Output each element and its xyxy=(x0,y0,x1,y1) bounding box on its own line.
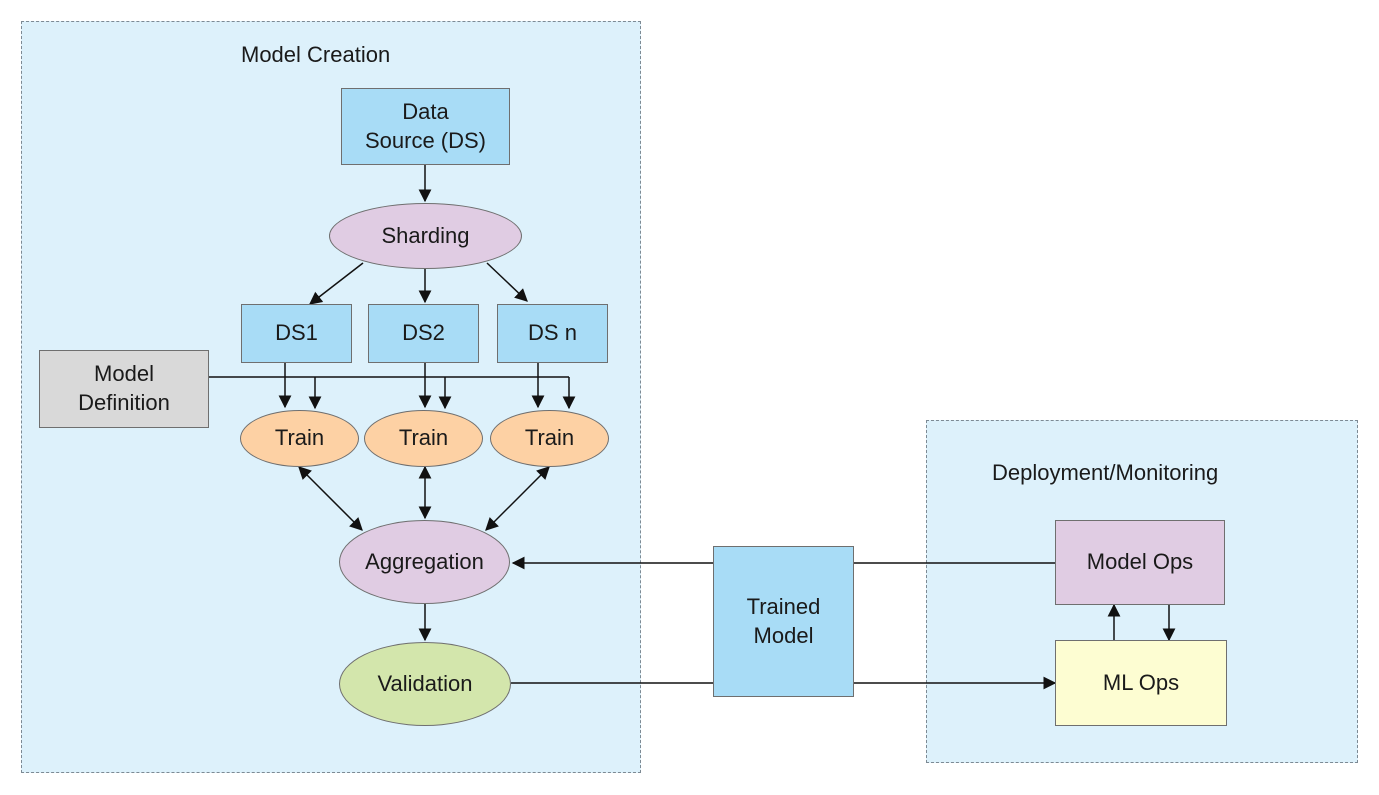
train-node-1: Train xyxy=(240,410,359,467)
sharding-label: Sharding xyxy=(381,222,470,248)
validation-node: Validation xyxy=(339,642,511,726)
sharding-node: Sharding xyxy=(329,203,522,269)
trained-model-line1: Trained xyxy=(746,593,821,619)
model-definition-line1: Model xyxy=(94,361,154,387)
ds2-label: DS2 xyxy=(402,320,445,346)
aggregation-label: Aggregation xyxy=(365,548,484,574)
edge-train3-aggregation xyxy=(485,466,550,531)
model-definition-node: Model Definition xyxy=(39,350,209,428)
model-ops-node: Model Ops xyxy=(1055,520,1225,605)
data-source-line2: Source (DS) xyxy=(364,127,487,153)
model-ops-label: Model Ops xyxy=(1086,549,1194,575)
data-source-line1: Data xyxy=(402,98,449,124)
model-creation-title: Model Creation xyxy=(241,42,391,67)
aggregation-node: Aggregation xyxy=(339,520,510,604)
train-label-3: Train xyxy=(524,425,575,451)
trained-model-line2: Model xyxy=(753,622,814,648)
deployment-monitoring-title: Deployment/Monitoring xyxy=(992,460,1219,485)
edge-sharding-ds1 xyxy=(308,262,364,305)
trained-model-node: Trained Model xyxy=(713,546,854,697)
train-node-2: Train xyxy=(364,410,483,467)
ml-ops-node: ML Ops xyxy=(1055,640,1227,726)
data-source-node: Data Source (DS) xyxy=(341,88,510,165)
ds1-label: DS1 xyxy=(275,320,318,346)
ds1-node: DS1 xyxy=(241,304,352,363)
edge-sharding-dsn xyxy=(486,262,528,302)
validation-label: Validation xyxy=(377,670,473,696)
dsn-node: DS n xyxy=(497,304,608,363)
edge-train1-aggregation xyxy=(298,466,363,531)
train-label-2: Train xyxy=(398,425,449,451)
ml-ops-label: ML Ops xyxy=(1102,669,1180,695)
model-definition-line2: Definition xyxy=(78,390,170,415)
train-label-1: Train xyxy=(274,425,325,451)
ds2-node: DS2 xyxy=(368,304,479,363)
dsn-label: DS n xyxy=(528,320,577,346)
train-node-3: Train xyxy=(490,410,609,467)
